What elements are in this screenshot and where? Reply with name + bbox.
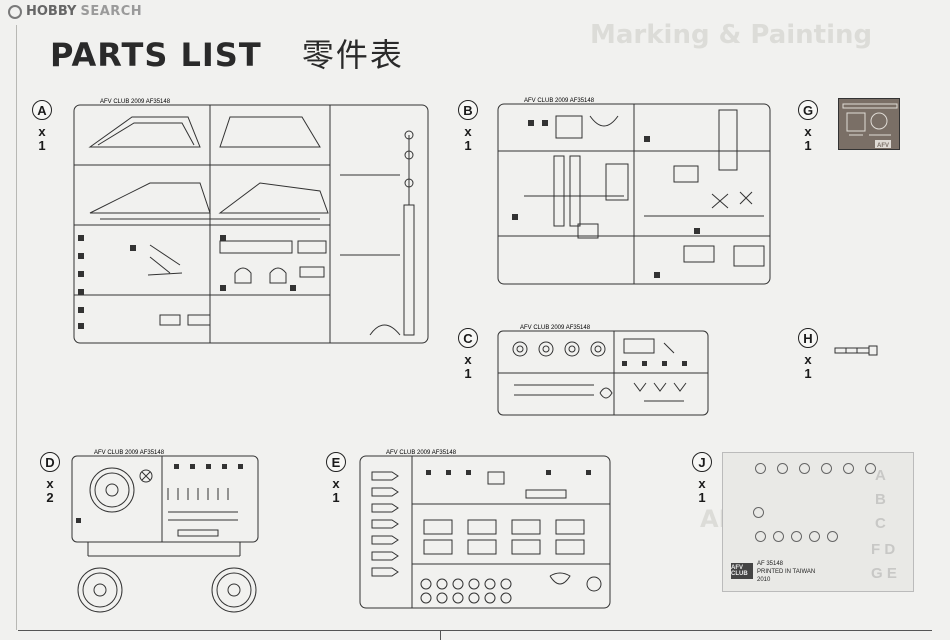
decal-marker xyxy=(773,531,784,542)
footer-rule xyxy=(18,630,932,631)
sprue-e: AFV CLUB 2009 AF35148 xyxy=(359,450,611,609)
decal-marker xyxy=(777,463,788,474)
part-letter-j: J xyxy=(692,452,712,472)
decal-logo: AFV CLUB xyxy=(731,563,753,579)
decal-letter: B xyxy=(875,491,886,508)
pe-label: AFV xyxy=(877,143,889,149)
part-letter-a: A xyxy=(32,100,52,120)
sprue-b: AFV CLUB 2009 AF35148 xyxy=(497,98,771,285)
sprue-a: AFV CLUB 2009 AF35148 xyxy=(73,99,429,344)
decal-marker xyxy=(865,463,876,474)
footer-divider xyxy=(440,630,441,640)
sprue-e-label: AFV CLUB 2009 AF35148 xyxy=(386,450,457,456)
decal-printed: PRINTED IN TAIWAN xyxy=(757,569,816,575)
part-letter-h: H xyxy=(798,328,818,348)
sprue-c-label: AFV CLUB 2009 AF35148 xyxy=(520,325,591,331)
decal-letter: A xyxy=(875,467,886,484)
decal-marker xyxy=(821,463,832,474)
decal-letter: G E xyxy=(871,565,897,582)
decal-marker xyxy=(799,463,810,474)
decal-marker xyxy=(827,531,838,542)
watermark: HOBBY SEARCH xyxy=(8,4,142,19)
part-letter-b: B xyxy=(458,100,478,120)
sprue-h xyxy=(834,345,878,356)
watermark-brand-b: SEARCH xyxy=(80,4,143,19)
decal-sheet-j: A B C F D G E AFV CLUB AF 35148 PRINTED … xyxy=(722,452,914,592)
sprue-a-label: AFV CLUB 2009 AF35148 xyxy=(100,99,171,105)
decal-letter: F D xyxy=(871,541,896,558)
decal-marker xyxy=(755,531,766,542)
decal-marker xyxy=(753,507,764,518)
watermark-logo-icon xyxy=(8,4,22,19)
part-letter-e: E xyxy=(326,452,346,472)
photo-etch-parts: AFV xyxy=(842,103,898,149)
decal-code: AF 35148 xyxy=(757,561,784,567)
decal-marker xyxy=(791,531,802,542)
photo-etch-sheet-g: AFV xyxy=(838,98,900,150)
decal-marker xyxy=(755,463,766,474)
sprue-d: AFV CLUB 2009 AF35148 xyxy=(71,450,259,613)
ghost-heading: Marking & Painting xyxy=(590,20,873,50)
sprue-d-label: AFV CLUB 2009 AF35148 xyxy=(94,450,165,456)
part-letter-c: C xyxy=(458,328,478,348)
sprue-c: AFV CLUB 2009 AF35148 xyxy=(497,325,709,416)
decal-marker xyxy=(809,531,820,542)
decal-letter: C xyxy=(875,515,886,532)
part-letter-g: G xyxy=(798,100,818,120)
sprue-b-label: AFV CLUB 2009 AF35148 xyxy=(524,98,595,104)
watermark-brand-a: HOBBY xyxy=(26,4,77,19)
title-en: PARTS LIST xyxy=(50,36,262,74)
decal-marker xyxy=(843,463,854,474)
page-title: PARTS LIST 零件表 xyxy=(50,30,404,76)
left-border xyxy=(16,25,17,630)
decal-year: 2010 xyxy=(757,577,771,583)
title-cn: 零件表 xyxy=(301,36,404,74)
part-letter-d: D xyxy=(40,452,60,472)
